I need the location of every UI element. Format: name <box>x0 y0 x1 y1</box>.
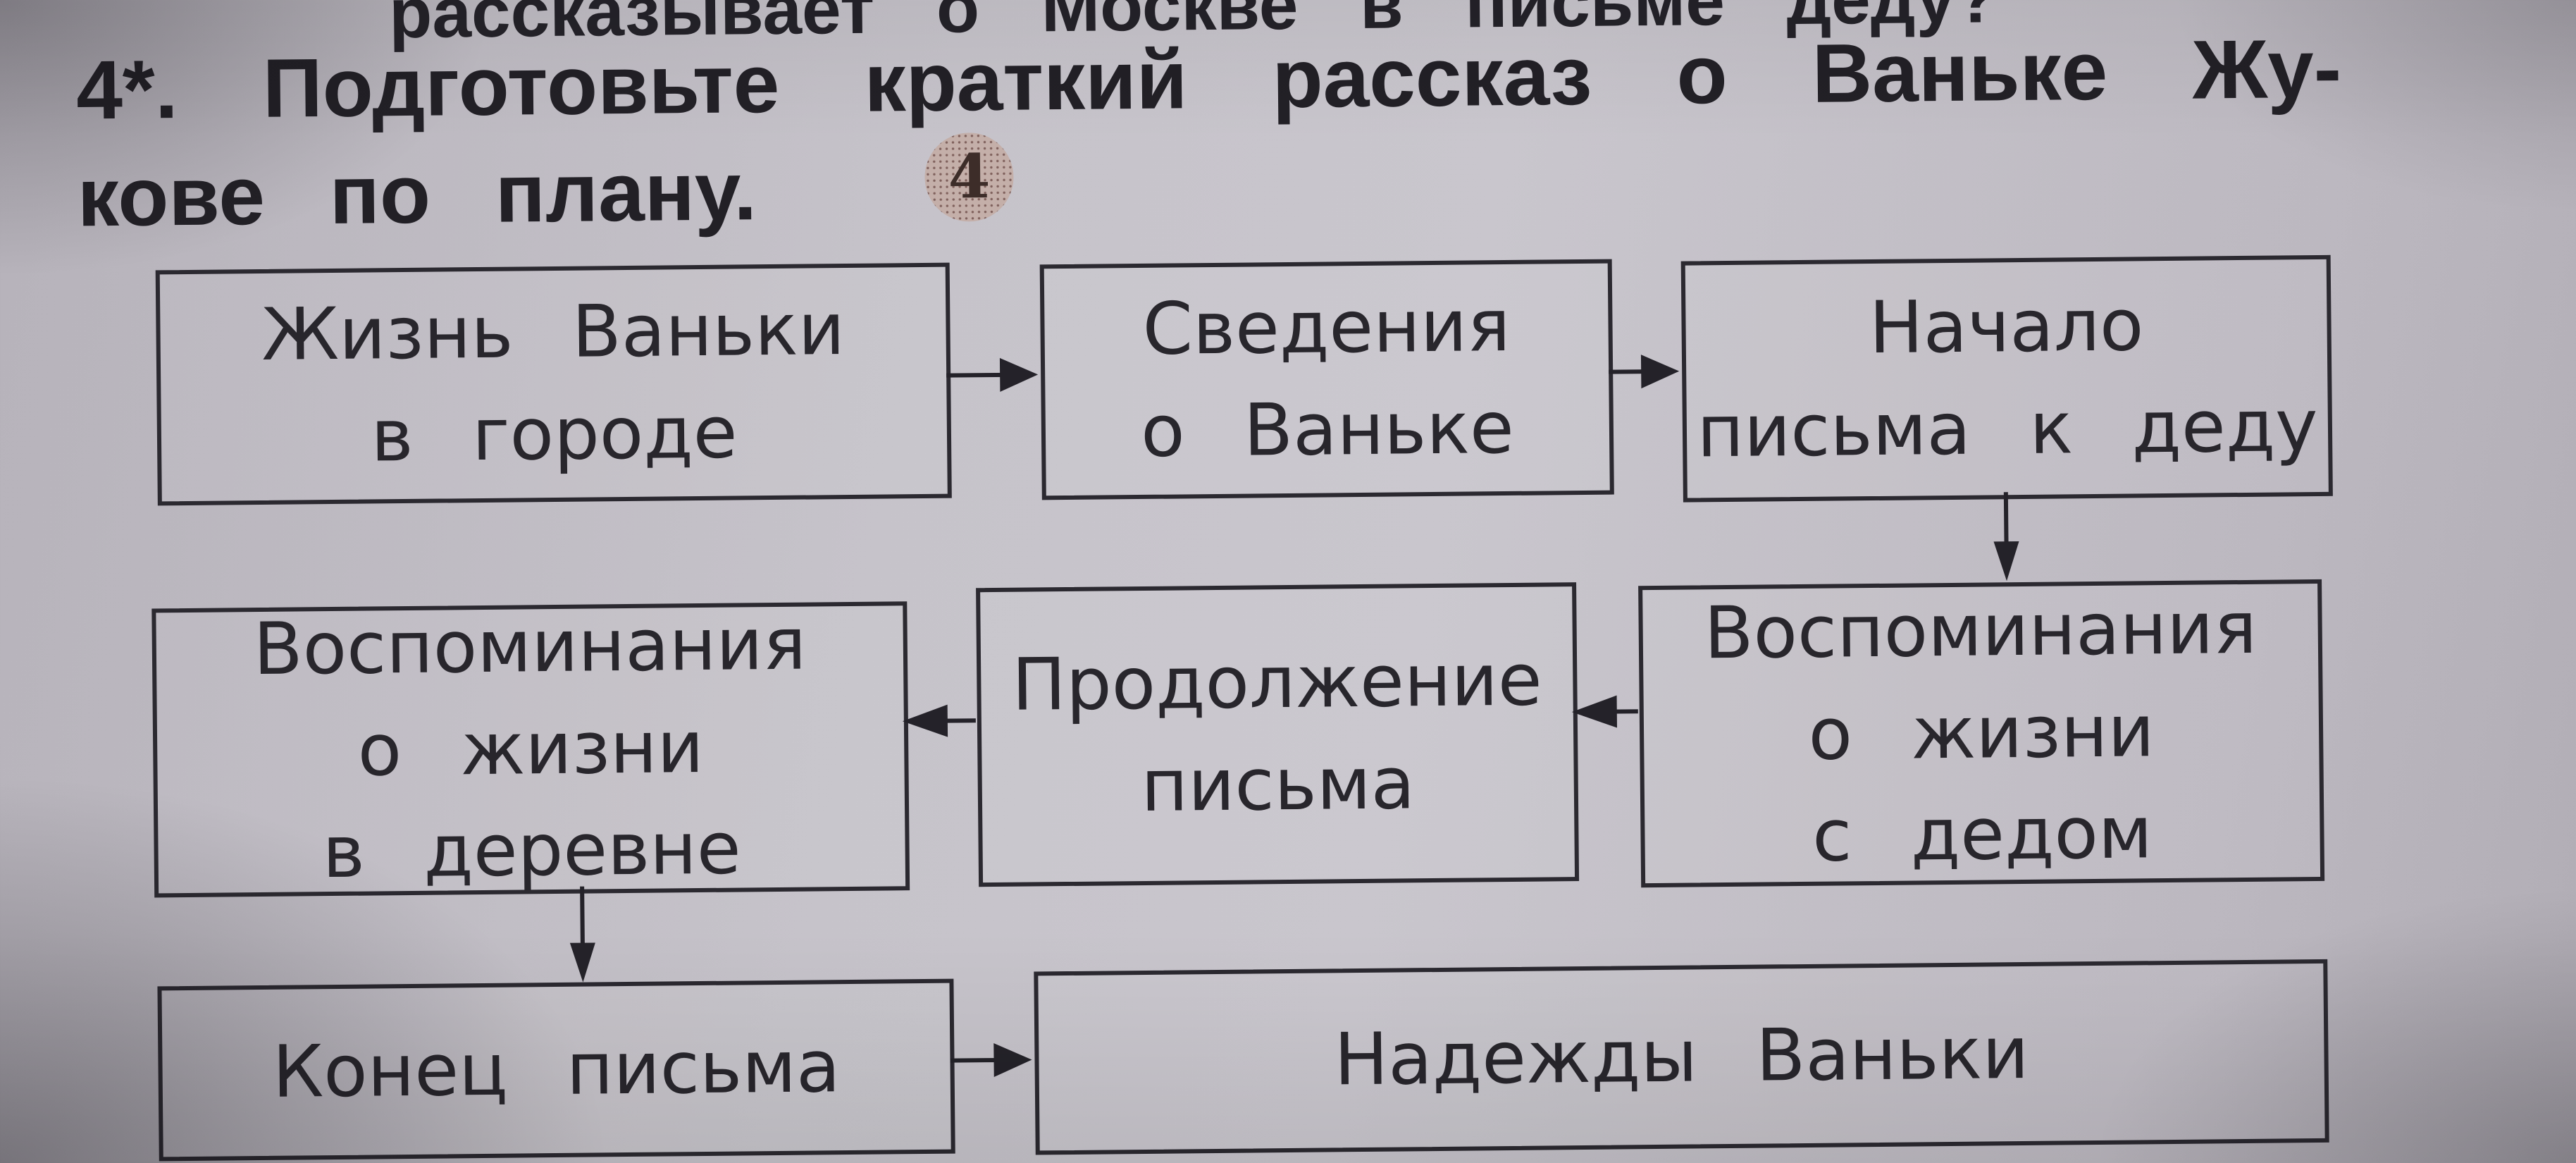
plan-box-memories-village: Воспоминания о жизни в деревне <box>151 601 910 898</box>
exercise-heading-line2: кове по плану. <box>77 144 757 245</box>
exercise-number: 4*. <box>75 43 179 137</box>
arrow-life-city-to-info <box>946 357 1039 392</box>
plan-box-line: в деревне <box>322 806 742 895</box>
plan-box-letter-continuation: Продолжение письма <box>976 582 1580 887</box>
arrow-memories-village-to-letter-end <box>569 886 596 983</box>
plan-box-line: с дедом <box>1812 791 2153 879</box>
heading-word: рассказ <box>1271 29 1592 126</box>
plan-box-letter-end: Конец письма <box>157 978 955 1162</box>
plan-box-line: письма к деду <box>1696 383 2319 474</box>
heading-word: Жу- <box>2191 22 2342 117</box>
arrow-letter-end-to-hopes <box>950 1042 1032 1078</box>
exercise-number-badge: 4 <box>924 132 1015 222</box>
plan-box-line: Продолжение <box>1011 638 1543 727</box>
heading-word: краткий <box>863 33 1188 130</box>
plan-box-life-in-city: Жизнь Ваньки в городе <box>155 262 952 506</box>
plan-box-line: Сведения <box>1142 284 1511 372</box>
heading-word: о <box>1676 27 1728 122</box>
arrow-memories-grandfather-to-continuation <box>1571 695 1638 729</box>
plan-box-line: о жизни <box>1807 689 2155 777</box>
plan-box-letter-beginning: Начало письма к деду <box>1680 254 2333 503</box>
plan-box-line: Конец письма <box>272 1024 841 1114</box>
plan-box-vankas-hopes: Надежды Ваньки <box>1034 959 2329 1155</box>
plan-box-line: Воспоминания <box>1703 586 2258 676</box>
plan-box-line: Жизнь Ваньки <box>261 288 846 378</box>
plan-box-line: письма <box>1140 742 1416 829</box>
plan-box-memories-grandfather: Воспоминания о жизни с дедом <box>1638 579 2325 888</box>
heading-word: Подготовьте <box>262 37 780 135</box>
arrow-info-to-letter-beginning <box>1609 354 1680 389</box>
plan-box-line: в городе <box>370 390 738 479</box>
plan-box-line: Надежды Ваньки <box>1333 1011 2030 1102</box>
arrow-continuation-to-memories-village <box>902 704 976 738</box>
plan-box-line: о жизни <box>357 705 705 793</box>
plan-box-line: о Ваньке <box>1140 386 1515 474</box>
badge-digit: 4 <box>948 141 991 213</box>
plan-box-line: Начало <box>1869 283 2144 371</box>
plan-box-line: Воспоминания <box>253 602 807 691</box>
arrow-letter-beginning-to-memories-grandfather <box>1993 492 2020 582</box>
heading-word: Ваньке <box>1812 24 2108 121</box>
plan-box-info-about-vanka: Сведения о Ваньке <box>1039 259 1614 500</box>
